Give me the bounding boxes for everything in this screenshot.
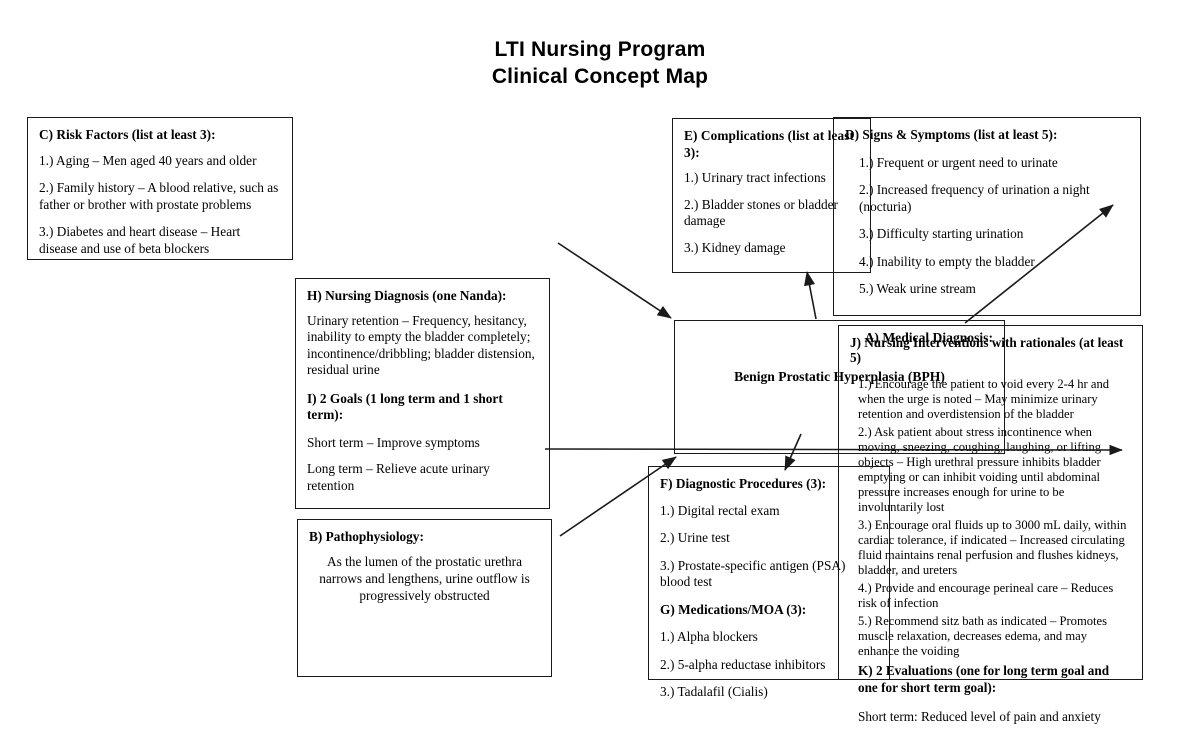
risk-factors-header: C) Risk Factors (list at least 3): xyxy=(39,127,216,142)
arrow-diagnosis-to-complications xyxy=(804,271,817,320)
complications-item-3: 3.) Kidney damage xyxy=(684,239,786,255)
medication-item-1: 1.) Alpha blockers xyxy=(660,629,758,644)
risk-factors-item-1: 1.) Aging – Men aged 40 years and older xyxy=(39,152,257,168)
diagnostic-item-2: 2.) Urine test xyxy=(660,530,730,545)
title-line-2: Clinical Concept Map xyxy=(491,65,709,88)
nursing-diagnosis-header: H) Nursing Diagnosis (one Nanda): xyxy=(307,288,507,303)
goals-header: I) 2 Goals (1 long term and 1 short term… xyxy=(307,390,503,423)
box-nursing-interventions: J) Nursing Interventions with rationales… xyxy=(838,325,1143,724)
intervention-item-1: 1.) Encourage the patient to void every … xyxy=(858,377,1110,421)
diagnostic-procedures-header: F) Diagnostic Procedures (3): xyxy=(660,476,827,491)
signs-symptoms-item-1: 1.) Frequent or urgent need to urinate xyxy=(859,154,1058,170)
intervention-item-2: 2.) Ask patient about stress incontinenc… xyxy=(858,425,1102,514)
medication-item-2: 2.) 5-alpha reductase inhibitors xyxy=(660,656,826,672)
intervention-item-5: 5.) Recommend sitz bath as indicated – P… xyxy=(858,614,1108,658)
diagnostic-item-1: 1.) Digital rectal exam xyxy=(660,502,780,518)
goal-long-term: Long term – Relieve acute urinary retent… xyxy=(307,461,490,493)
pathophysiology-body: As the lumen of the prostatic urethra na… xyxy=(319,553,530,603)
evaluation-short-term: Short term: Reduced level of pain and an… xyxy=(858,709,1101,724)
evaluations-header: K) 2 Evaluations (one for long term goal… xyxy=(858,663,1110,695)
signs-symptoms-item-4: 4.) Inability to empty the bladder xyxy=(859,253,1035,269)
complications-header: E) Complications (list at least 3): xyxy=(684,128,855,160)
medication-item-3: 3.) Tadalafil (Cialis) xyxy=(660,684,768,699)
page-title: LTI Nursing Program Clinical Concept Map xyxy=(0,36,1200,90)
box-complications: E) Complications (list at least 3): 1.) … xyxy=(672,118,871,273)
intervention-item-3: 3.) Encourage oral fluids up to 3000 mL … xyxy=(858,518,1127,577)
signs-symptoms-item-5: 5.) Weak urine stream xyxy=(859,281,976,296)
nursing-interventions-header: J) Nursing Interventions with rationales… xyxy=(850,335,1124,365)
signs-symptoms-header: D) Signs & Symptoms (list at least 5): xyxy=(845,127,1058,142)
pathophysiology-header: B) Pathophysiology: xyxy=(309,529,424,544)
signs-symptoms-item-2: 2.) Increased frequency of urination a n… xyxy=(859,182,1090,214)
box-signs-symptoms: D) Signs & Symptoms (list at least 5): 1… xyxy=(833,117,1141,316)
risk-factors-item-3: 3.) Diabetes and heart disease – Heart d… xyxy=(39,224,241,256)
diagnostic-item-3: 3.) Prostate-specific antigen (PSA) bloo… xyxy=(660,557,846,590)
box-nursing-diagnosis: H) Nursing Diagnosis (one Nanda): Urinar… xyxy=(295,278,550,509)
risk-factors-item-2: 2.) Family history – A blood relative, s… xyxy=(39,180,279,212)
signs-symptoms-item-3: 3.) Difficulty starting urination xyxy=(859,226,1024,241)
medical-diagnosis-header: A) Medical Diagnosis: xyxy=(864,330,993,345)
box-pathophysiology: B) Pathophysiology: As the lumen of the … xyxy=(297,519,552,677)
box-medical-diagnosis: A) Medical Diagnosis: Benign Prostatic H… xyxy=(674,320,1005,454)
complications-item-1: 1.) Urinary tract infections xyxy=(684,170,826,185)
goal-short-term: Short term – Improve symptoms xyxy=(307,434,480,450)
medications-header: G) Medications/MOA (3): xyxy=(660,601,807,617)
title-line-1: LTI Nursing Program xyxy=(494,38,706,61)
medical-diagnosis-value: Benign Prostatic Hyperplasia (BPH) xyxy=(734,368,945,384)
nursing-diagnosis-body: Urinary retention – Frequency, hesitancy… xyxy=(307,312,535,378)
arrow-risk-factors-to-diagnosis xyxy=(557,242,672,319)
complications-item-2: 2.) Bladder stones or bladder damage xyxy=(684,196,838,229)
intervention-item-4: 4.) Provide and encourage perineal care … xyxy=(858,581,1114,610)
box-diagnostic-procedures: F) Diagnostic Procedures (3): 1.) Digita… xyxy=(648,466,890,699)
box-risk-factors: C) Risk Factors (list at least 3): 1.) A… xyxy=(27,117,293,260)
